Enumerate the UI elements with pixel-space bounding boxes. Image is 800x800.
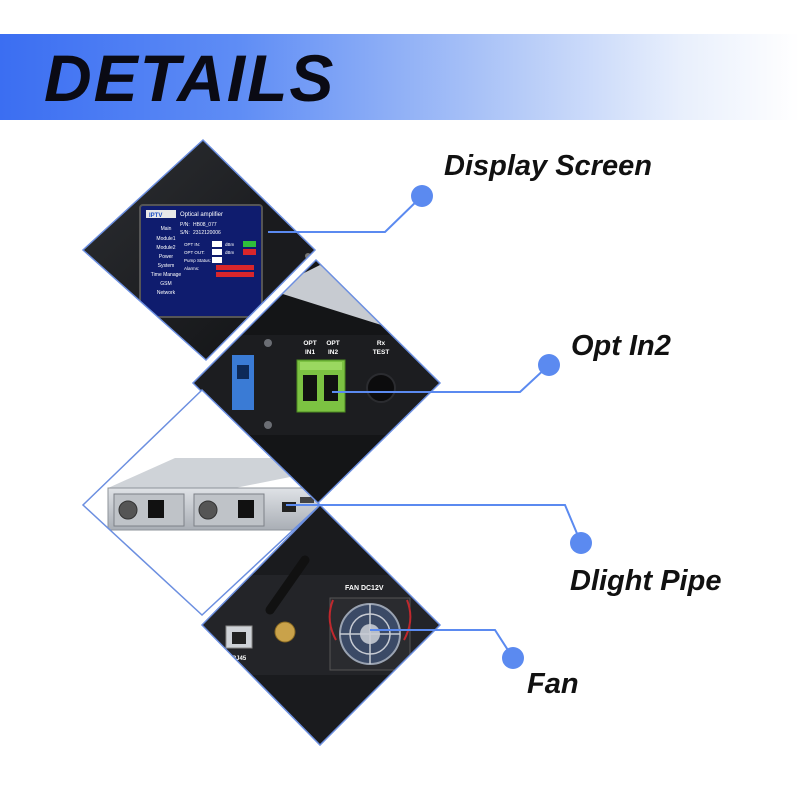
- screen-opt-in-label: OPT IN:: [184, 242, 200, 247]
- screen-menu-item: Module1: [156, 236, 175, 242]
- display-screen-label: Display Screen: [444, 150, 652, 182]
- page-title: DETAILS: [44, 41, 336, 115]
- screen-pn-value: HB08_077: [193, 222, 217, 228]
- screen-opt-out-label: OPT OUT:: [184, 250, 205, 255]
- screen-title: Optical amplifier: [180, 212, 223, 218]
- rx-test-label-line1: Rx: [377, 340, 386, 347]
- screen-menu-item: Time Manage: [151, 272, 182, 278]
- callout-dot: [538, 354, 560, 376]
- power-supply-2: [193, 493, 265, 527]
- green-connectors: [296, 359, 346, 413]
- callout-dot: [411, 185, 433, 207]
- fan-label-callout: Fan: [527, 668, 579, 700]
- screen-menu: Main Module1 Module2 Power System Time M…: [151, 226, 182, 296]
- opt-in2-label-line1: OPT: [326, 340, 339, 347]
- opt-in2-label: Opt In2: [571, 330, 671, 362]
- fan-label: FAN DC12V: [345, 585, 384, 592]
- screen-unit: dBm: [225, 250, 235, 255]
- screen-menu-item: System: [158, 263, 175, 269]
- header-banner: [0, 34, 800, 120]
- callout-dot: [570, 532, 592, 554]
- opt-in1-label-line1: OPT: [303, 340, 316, 347]
- opt-in2-label-line2: IN2: [328, 349, 339, 356]
- screen-pump-label: Pump Status:: [184, 258, 211, 263]
- screen-brand: IPTV: [149, 213, 162, 219]
- callout-dlight-pipe: [286, 504, 592, 554]
- screen-menu-item: Power: [159, 254, 174, 260]
- screen-alarms-label: Alarms:: [184, 266, 199, 271]
- rj45-port: [225, 625, 253, 649]
- screen-menu-item: Main: [161, 226, 172, 232]
- screen-menu-item: GSM: [160, 281, 171, 287]
- callout-fan: [370, 629, 524, 669]
- screen-pn-label: P/N:: [180, 222, 190, 228]
- callout-opt-in2: [332, 354, 560, 393]
- cooling-fan: [328, 597, 412, 671]
- opt-in1-label-line2: IN1: [305, 349, 316, 356]
- dlight-pipe-label: Dlight Pipe: [570, 565, 722, 597]
- lcd-screen: IPTV Optical amplifier P/N: HB08_077 S/N…: [139, 204, 263, 318]
- rx-test-knob: [366, 373, 396, 403]
- callout-display-screen: [268, 185, 433, 233]
- callout-dot: [502, 647, 524, 669]
- screen-unit: dBm: [225, 242, 235, 247]
- blue-connector: [232, 355, 254, 410]
- rj45-label: RJ45: [232, 656, 247, 662]
- screen-sn-label: S/N:: [180, 230, 190, 236]
- power-supply-1: [113, 493, 185, 527]
- antenna: [265, 555, 310, 643]
- screen-menu-item: Module2: [156, 245, 175, 251]
- rx-test-label-line2: TEST: [373, 349, 390, 356]
- screen-menu-item: Network: [157, 290, 176, 296]
- screen-sn-value: 2312120006: [193, 230, 221, 236]
